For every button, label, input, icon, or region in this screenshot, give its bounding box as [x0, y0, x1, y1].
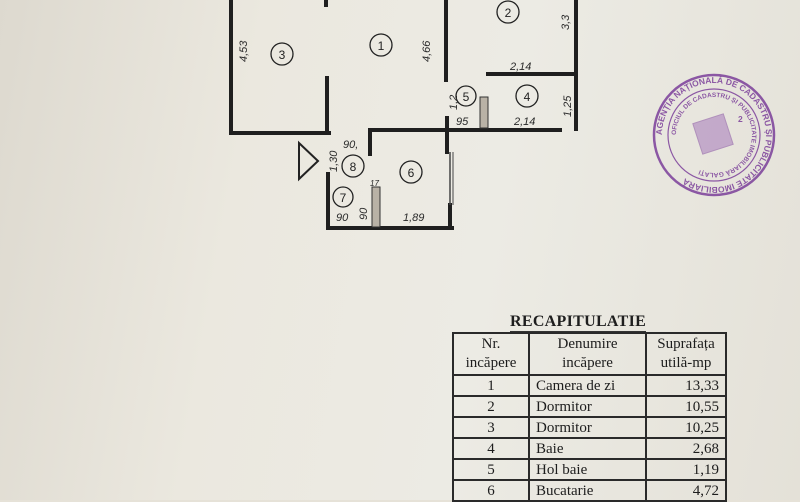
dimension: 95: [456, 116, 469, 128]
svg-text:2: 2: [738, 114, 743, 124]
hatched-wall: [479, 96, 489, 129]
recap-title: RECAPITULATIE: [510, 313, 647, 332]
dimension: 1,25: [562, 95, 574, 117]
room-number: 6: [408, 166, 415, 180]
cell-name: Camera de zi: [528, 374, 647, 397]
dimension: 1,30: [328, 150, 340, 172]
dimension: 90,: [343, 139, 358, 151]
cell-name: Bucatarie: [528, 479, 647, 502]
dimension: 1,2: [448, 95, 460, 110]
room-number: 3: [279, 48, 286, 62]
room-number: 7: [340, 191, 347, 205]
room-number: 4: [524, 90, 531, 104]
dimension: 4,66: [421, 40, 433, 62]
room-number: 2: [505, 6, 512, 20]
cell-area: 1,19: [645, 458, 727, 481]
cell-area: 13,33: [645, 374, 727, 397]
cell-area: 4,72: [645, 479, 727, 502]
cell-name: Dormitor: [528, 395, 647, 418]
cell-area: 2,68: [645, 437, 727, 460]
entrance-arrow-icon: [298, 140, 320, 182]
cell-nr: 2: [452, 395, 530, 418]
dimension: 1,89: [403, 212, 424, 224]
table-header-row: Nr. incăpere Denumire incăpere Suprafața…: [452, 332, 727, 376]
room-number: 8: [350, 160, 357, 174]
cell-nr: 4: [452, 437, 530, 460]
cell-nr: 5: [452, 458, 530, 481]
cell-area: 10,55: [645, 395, 727, 418]
dimension: 90: [336, 212, 349, 224]
cell-nr: 3: [452, 416, 530, 439]
room-number: 5: [463, 90, 470, 104]
dimension: 2,14: [513, 116, 535, 128]
header-nr: Nr. incăpere: [452, 332, 530, 376]
recap-table: Nr. incăpere Denumire incăpere Suprafața…: [452, 332, 727, 502]
dimension: 90: [358, 207, 370, 220]
cell-area: 10,25: [645, 416, 727, 439]
dimension: 2,14: [509, 61, 531, 73]
cell-name: Hol baie: [528, 458, 647, 481]
cell-nr: 1: [452, 374, 530, 397]
header-name: Denumire incăpere: [528, 332, 647, 376]
cell-nr: 6: [452, 479, 530, 502]
walls: [229, 0, 578, 230]
dimension-labels: 4,53 4,66 3,3 2,14 1,25 2,14 95 1,2 90, …: [238, 14, 574, 224]
dimension: 17: [370, 179, 379, 188]
header-area: Suprafața utilă-mp: [645, 332, 727, 376]
room-number: 1: [378, 39, 385, 53]
cell-name: Dormitor: [528, 416, 647, 439]
cell-name: Baie: [528, 437, 647, 460]
dimension: 4,53: [238, 40, 250, 62]
dimension: 3,3: [560, 14, 572, 30]
official-stamp: AGENȚIA NAȚIONALĂ DE CADASTRU ȘI PUBLICI…: [652, 73, 776, 197]
room-markers: 1 2 3 4 5 6 7 8: [270, 0, 539, 208]
hatched-wall: [371, 186, 381, 228]
